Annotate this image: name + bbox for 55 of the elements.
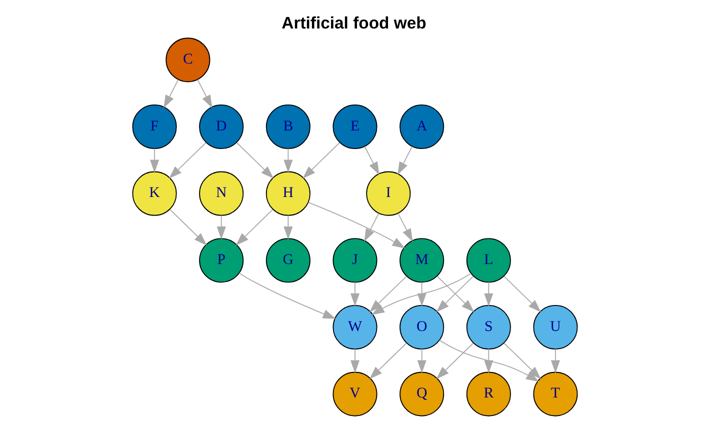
arrow (397, 212, 412, 242)
node-circle: F (132, 104, 176, 150)
arrow (368, 342, 406, 380)
node-circle: Q (399, 372, 444, 416)
arrow (216, 214, 226, 240)
arrow (503, 276, 541, 312)
node-circle: K (132, 171, 176, 216)
node-circle: V (332, 372, 377, 416)
arrow (364, 212, 379, 242)
node-circle: A (399, 104, 444, 150)
node-circle: O (399, 304, 444, 350)
arrow (308, 202, 405, 248)
arrow (503, 342, 541, 380)
node-circle: B (265, 104, 310, 150)
arrow (436, 342, 474, 380)
node-circle: R (466, 372, 510, 416)
arrow (169, 209, 206, 246)
arrow (235, 209, 273, 246)
diagram-title: Artificial food web (281, 13, 426, 32)
arrow (350, 348, 360, 374)
arrow (416, 348, 426, 374)
arrow (438, 340, 539, 382)
arrow (364, 146, 379, 175)
node-circle: W (332, 304, 377, 350)
arrow (350, 282, 360, 306)
arrow (238, 272, 336, 319)
node-circle: C (165, 38, 210, 82)
arrow (416, 282, 426, 306)
node-circle: P (198, 238, 244, 283)
node-circle: N (198, 171, 244, 216)
arrow (196, 79, 212, 108)
arrow (484, 348, 493, 374)
arrow (163, 79, 178, 108)
node-circle: E (332, 104, 377, 150)
node-circle: U (532, 304, 578, 350)
arrow (168, 142, 206, 179)
node-circle: I (366, 171, 410, 216)
node-circle: D (198, 104, 244, 150)
arrow (397, 146, 412, 175)
arrow (149, 148, 159, 173)
node-circle: H (265, 171, 310, 216)
node-circle: M (399, 238, 444, 283)
node-circle: G (265, 238, 310, 283)
arrow (236, 142, 274, 179)
node-circle: S (466, 304, 510, 350)
node-circle: L (466, 238, 510, 283)
arrow (368, 276, 406, 312)
arrow (550, 348, 560, 374)
arrow (370, 272, 471, 315)
arrow (302, 142, 340, 179)
arrow (484, 282, 493, 306)
node-circle: T (532, 372, 578, 416)
node-circle: J (332, 238, 377, 283)
arrow (283, 214, 292, 240)
arrow (283, 148, 292, 173)
